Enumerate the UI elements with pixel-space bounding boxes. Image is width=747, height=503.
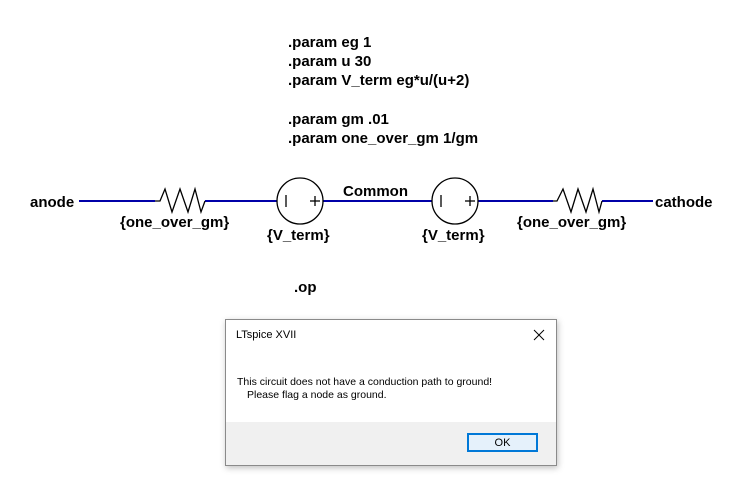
v2-value-label[interactable]: {V_term} [422,227,485,244]
close-button[interactable] [522,320,556,350]
r1-value-label[interactable]: {one_over_gm} [120,214,229,231]
resistor-r2[interactable] [553,186,603,215]
voltage-source-v2[interactable] [431,177,479,225]
param-directive-gm[interactable]: .param gm .01 [288,111,389,128]
dialog-message: This circuit does not have a conduction … [237,376,547,402]
net-label-anode[interactable]: anode [30,194,74,211]
dialog-title: LTspice XVII [236,329,297,341]
param-directive-eg[interactable]: .param eg 1 [288,34,371,51]
error-dialog: LTspice XVII This circuit does not have … [225,319,557,466]
param-directive-one-over-gm[interactable]: .param one_over_gm 1/gm [288,130,478,147]
dialog-message-line2: Please flag a node as ground. [247,389,387,401]
r2-value-label[interactable]: {one_over_gm} [517,214,626,231]
resistor-r1[interactable] [155,186,206,215]
close-icon [533,329,545,341]
net-label-cathode[interactable]: cathode [655,194,713,211]
op-directive[interactable]: .op [294,279,317,296]
voltage-source-v1[interactable] [276,177,324,225]
dialog-footer: OK [226,422,556,465]
v1-value-label[interactable]: {V_term} [267,227,330,244]
dialog-titlebar[interactable]: LTspice XVII [226,320,556,350]
param-directive-v-term[interactable]: .param V_term eg*u/(u+2) [288,72,469,89]
dialog-message-line1: This circuit does not have a conduction … [237,376,493,388]
net-label-common[interactable]: Common [343,183,408,200]
ok-button[interactable]: OK [467,433,538,452]
param-directive-u[interactable]: .param u 30 [288,53,371,70]
